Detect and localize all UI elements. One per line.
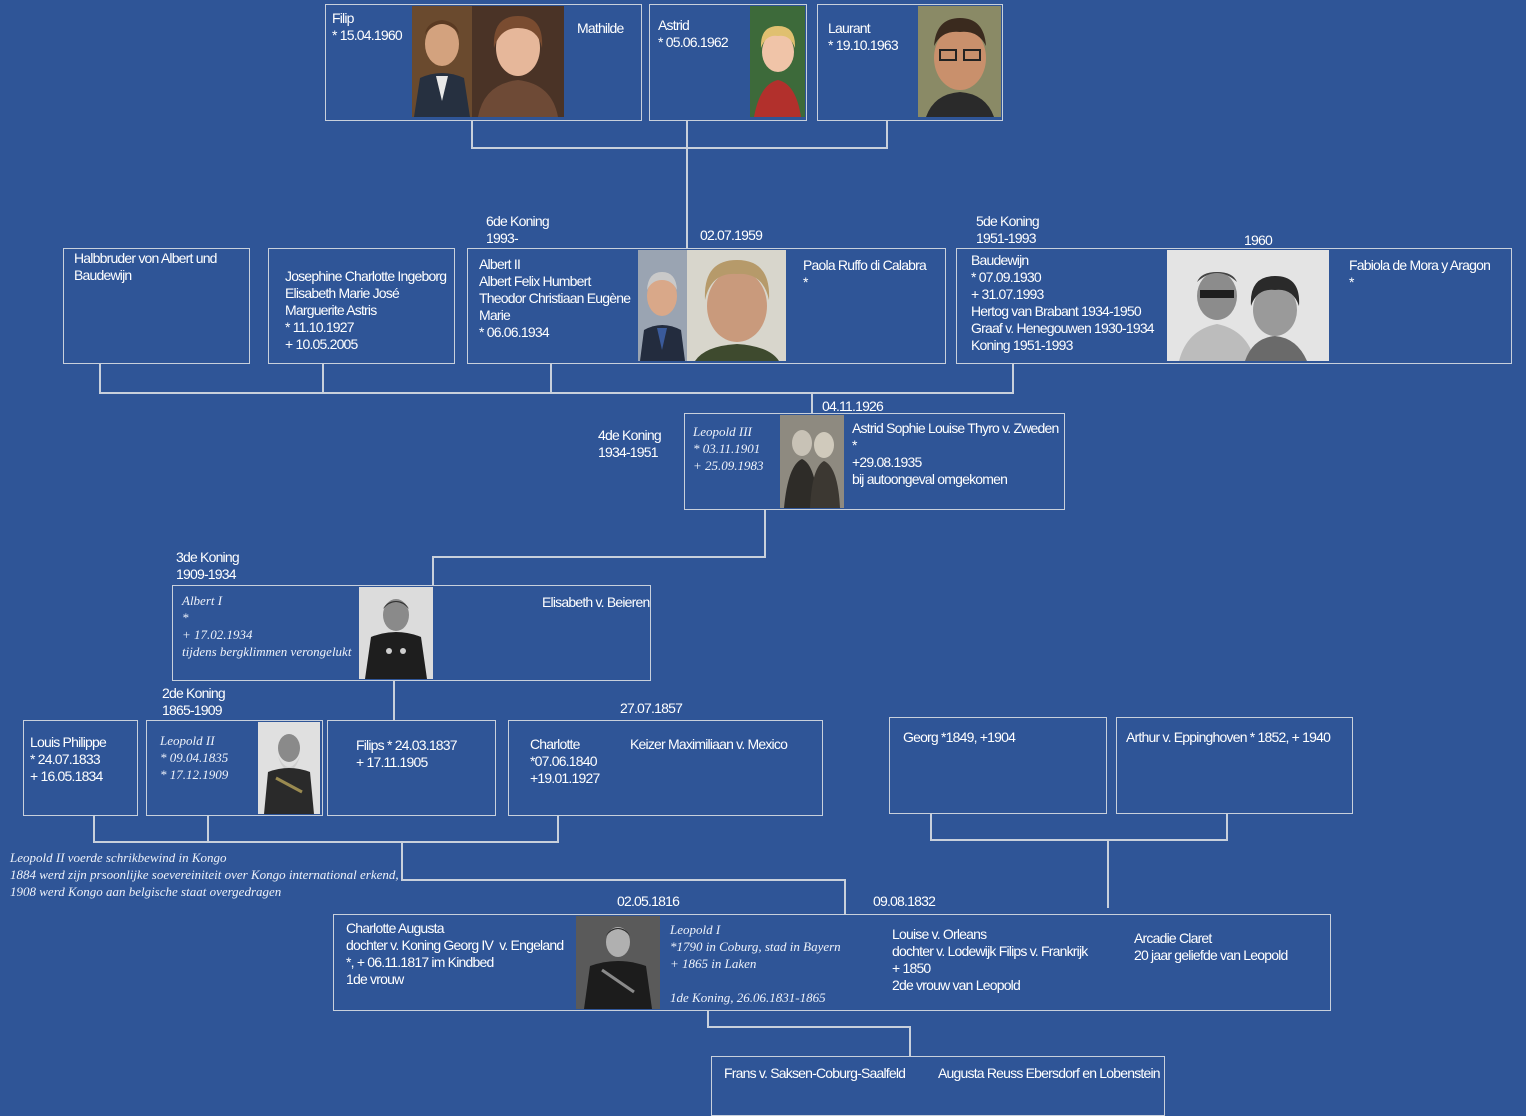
elisabeth-text: Elisabeth v. Beieren <box>542 594 650 610</box>
astrid-text: Astrid * 05.06.1962 <box>658 17 729 50</box>
astrid-box: Astrid * 05.06.1962 <box>649 4 807 121</box>
paola-text: Paola Ruffo di Calabra * <box>803 257 927 290</box>
charlotte-marriage-date: 27.07.1857 <box>620 700 683 716</box>
josephine-box: Josephine Charlotte Ingeborg Elisabeth M… <box>268 248 455 364</box>
kongo-note: Leopold II voerde schrikbewind in Kongo … <box>10 850 399 899</box>
astrid-sweden-text: Astrid Sophie Louise Thyro v. Zweden * +… <box>852 420 1059 487</box>
children-bracket-arcadie <box>930 813 1228 908</box>
leopold1-box: Charlotte Augusta dochter v. Koning Geor… <box>333 914 1331 1011</box>
louis-philippe-box: Louis Philippe * 24.07.1833 + 16.05.1834 <box>23 720 138 816</box>
albert2-photo <box>638 250 687 361</box>
charlotte-box: Charlotte *07.06.1840 +19.01.1927 Keizer… <box>508 720 823 816</box>
leopold2-box: Leopold II * 09.04.1835 * 17.12.1909 <box>146 720 323 816</box>
laurant-box: Laurant * 19.10.1963 <box>817 4 1003 121</box>
connector-gen1-gen0 <box>707 1010 911 1056</box>
filip-text: Filip * 15.04.1960 <box>332 10 403 43</box>
baudewijn-text: Baudewijn * 07.09.1930 + 31.07.1993 Hert… <box>971 252 1155 353</box>
louis-philippe-text: Louis Philippe * 24.07.1833 + 16.05.1834 <box>30 734 107 784</box>
maximiliaan-text: Keizer Maximiliaan v. Mexico <box>630 736 788 752</box>
laurant-photo <box>918 6 1001 117</box>
albert2-paola-box: Albert II Albert Felix Humbert Theodor C… <box>467 248 946 364</box>
halfbrother-box: Halbbruder von Albert und Baudewijn <box>63 248 250 364</box>
leopold2-photo <box>258 722 320 814</box>
leopold1-text: Leopold I *1790 in Coburg, stad in Bayer… <box>670 922 841 1005</box>
louise-marriage-date: 09.08.1832 <box>873 893 936 909</box>
mathilde-photo <box>472 6 564 117</box>
arcadie-text: Arcadie Claret 20 jaar geliefde van Leop… <box>1134 930 1288 963</box>
charlotte-augusta-text: Charlotte Augusta dochter v. Koning Geor… <box>346 920 564 987</box>
baudewijn-fabiola-photo <box>1167 250 1329 361</box>
leopold3-text: Leopold III * 03.11.1901 + 25.09.1983 <box>693 424 764 473</box>
leopold3-astrid-photo <box>780 415 844 508</box>
children-bracket-gen6 <box>471 120 888 248</box>
baudewijn-marriage-date: 1960 <box>1244 232 1273 248</box>
filip-mathilde-box: Filip * 15.04.1960 Mathilde <box>325 4 642 121</box>
leopold1-photo <box>576 916 660 1009</box>
leopold3-astrid-box: Leopold III * 03.11.1901 + 25.09.1983 As… <box>684 413 1065 510</box>
louise-text: Louise v. Orleans dochter v. Lodewijk Fi… <box>892 926 1088 993</box>
augusta-text: Augusta Reuss Ebersdorf en Lobenstein <box>938 1065 1161 1081</box>
baudewijn-fabiola-box: Baudewijn * 07.09.1930 + 31.07.1993 Hert… <box>956 248 1512 364</box>
arthur-text: Arthur v. Eppinghoven * 1852, + 1940 <box>1126 729 1331 745</box>
albert1-photo <box>359 587 433 679</box>
arthur-box: Arthur v. Eppinghoven * 1852, + 1940 <box>1116 717 1353 814</box>
fabiola-text: Fabiola de Mora y Aragon * <box>1349 257 1491 290</box>
georg-text: Georg *1849, +1904 <box>903 729 1016 745</box>
leopold2-text: Leopold II * 09.04.1835 * 17.12.1909 <box>160 733 229 782</box>
frans-augusta-box: Frans v. Saksen-Coburg-Saalfeld Augusta … <box>711 1056 1165 1116</box>
albert1-reign-label: 3de Koning 1909-1934 <box>176 549 240 582</box>
filips-box: Filips * 24.03.1837 + 17.11.1905 <box>327 720 496 816</box>
leopold3-reign-label: 4de Koning 1934-1951 <box>598 427 662 460</box>
children-bracket-gen2 <box>93 815 846 914</box>
mathilde-text: Mathilde <box>577 20 624 36</box>
children-bracket-gen5 <box>99 364 1014 413</box>
frans-text: Frans v. Saksen-Coburg-Saalfeld <box>724 1065 906 1081</box>
charlotte-text: Charlotte *07.06.1840 +19.01.1927 <box>530 736 600 786</box>
filips-text: Filips * 24.03.1837 + 17.11.1905 <box>356 737 458 770</box>
albert2-reign-label: 6de Koning 1993- <box>486 213 550 246</box>
filip-photo <box>412 6 472 117</box>
connector-gen4-gen3 <box>432 510 766 585</box>
georg-box: Georg *1849, +1904 <box>889 717 1107 814</box>
albert2-text: Albert II Albert Felix Humbert Theodor C… <box>479 256 631 340</box>
leopold3-marriage-date: 04.11.1926 <box>822 398 884 414</box>
albert1-text: Albert I * + 17.02.1934 tijdens bergklim… <box>182 593 352 659</box>
paola-photo <box>687 250 786 361</box>
laurant-text: Laurant * 19.10.1963 <box>828 20 899 53</box>
halfbrother-text: Halbbruder von Albert und Baudewijn <box>74 250 217 283</box>
josephine-text: Josephine Charlotte Ingeborg Elisabeth M… <box>285 268 447 352</box>
baudewijn-reign-label: 5de Koning 1951-1993 <box>976 213 1040 246</box>
albert2-marriage-date: 02.07.1959 <box>700 227 763 243</box>
leopold2-reign-label: 2de Koning 1865-1909 <box>162 685 226 718</box>
astrid-photo <box>750 6 805 117</box>
charlotte-augusta-marriage-date: 02.05.1816 <box>617 893 680 909</box>
albert1-elisabeth-box: Albert I * + 17.02.1934 tijdens bergklim… <box>172 585 651 681</box>
